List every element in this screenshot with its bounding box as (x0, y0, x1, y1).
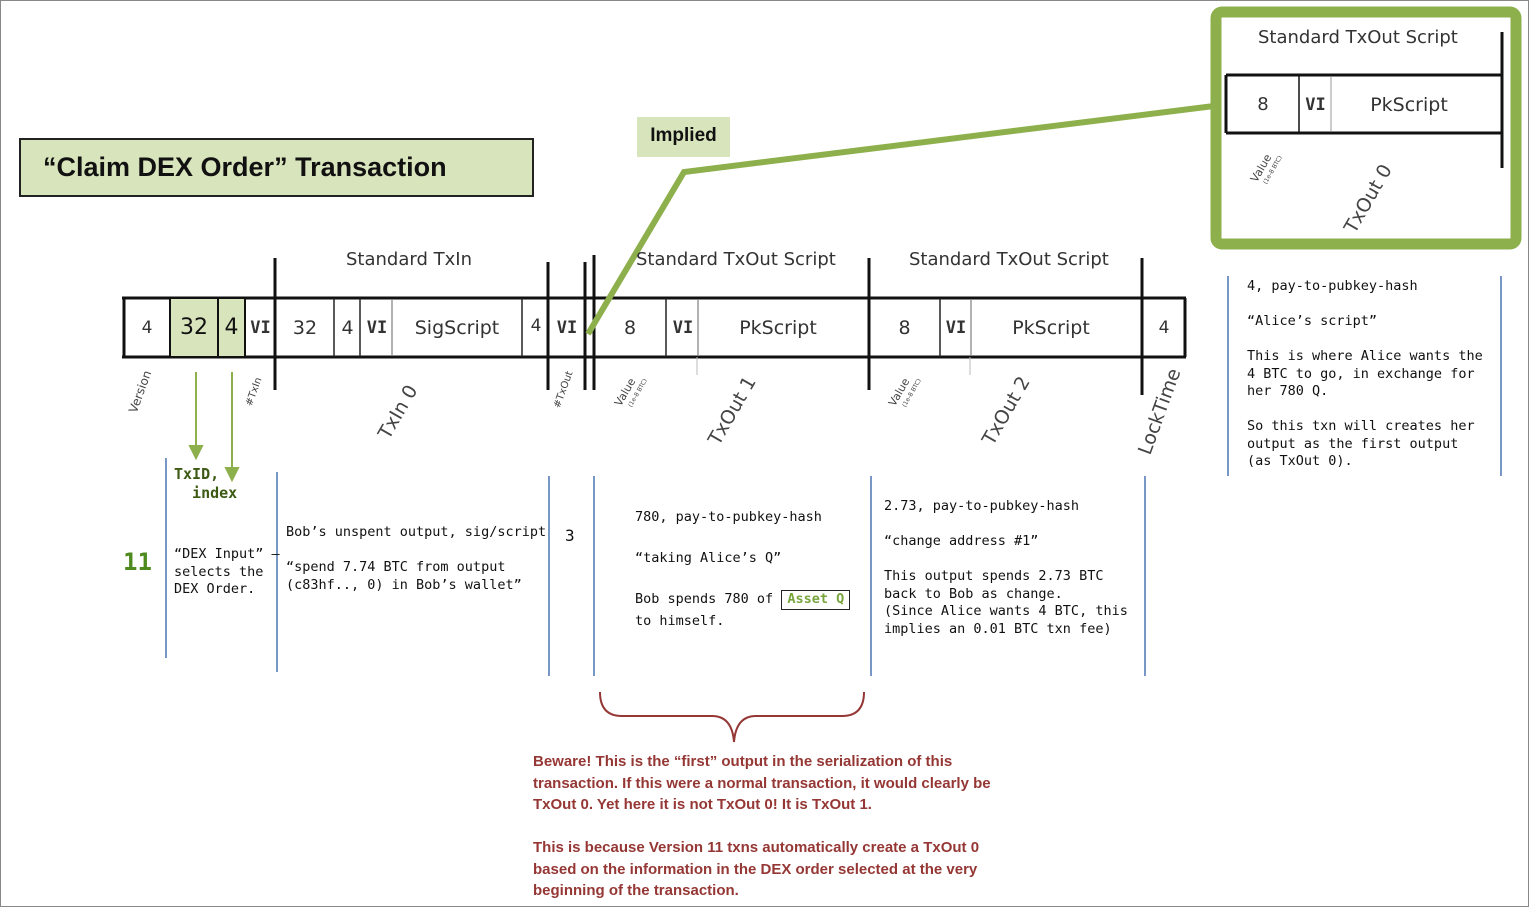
warning-paragraph-1: Beware! This is the “first” output in th… (533, 753, 991, 813)
vi-txout-count: VI (556, 318, 578, 338)
index-cell: 4 (224, 315, 239, 340)
txin-prev-index-cell: 4 (341, 317, 354, 339)
index-cell-bg (217, 297, 246, 358)
inset-value-cell: 8 (1257, 94, 1269, 115)
warning-paragraph-2: This is because Version 11 txns automati… (533, 839, 980, 899)
txid-cell: 32 (180, 315, 208, 340)
txout2-pkscript-cell: PkScript (1012, 317, 1090, 339)
inset-note: 4, pay-to-pubkey-hash “Alice’s script” T… (1247, 278, 1483, 469)
sigscript-cell: SigScript (414, 317, 500, 339)
txin-note: Bob’s unspent output, sig/script “spend … (286, 524, 547, 593)
inset-header: Standard TxOut Script (1258, 27, 1458, 48)
sequence-cell: 4 (530, 316, 542, 336)
txid-cell-bg (169, 297, 219, 358)
vi-txout1-pkscript: VI (672, 318, 694, 338)
version-number: 11 (123, 548, 152, 576)
txout2-value-cell: 8 (898, 317, 911, 339)
asset-q-badge: Asset Q (781, 590, 851, 610)
dex-input-note: “DEX Input” – selects the DEX Order. (174, 546, 280, 597)
txout2-note: 2.73, pay-to-pubkey-hash “change address… (884, 498, 1128, 637)
txin-prev-hash-cell: 32 (292, 317, 318, 339)
version-cell: 4 (141, 318, 153, 338)
txid-index-label: TxID, index (174, 465, 238, 502)
txout1-note-text: 780, pay-to-pubkey-hash “taking Alice’s … (635, 509, 822, 607)
txid-arrows (188, 372, 240, 483)
txout1-pkscript-cell: PkScript (739, 317, 817, 339)
header-txout2-script: Standard TxOut Script (909, 249, 1109, 270)
header-standard-txin: Standard TxIn (346, 249, 472, 270)
brace (599, 691, 865, 743)
inset-frame (1210, 6, 1522, 250)
inset-vi: VI (1305, 95, 1326, 115)
locktime-cell: 4 (1158, 318, 1170, 338)
txout-count-value: 3 (565, 526, 575, 545)
inset-bar (1224, 32, 1504, 168)
header-txout1-script: Standard TxOut Script (636, 249, 836, 270)
txout1-note-tail: to himself. (635, 612, 725, 629)
vi-txin-count: VI (250, 318, 271, 338)
implied-label: Implied (637, 117, 730, 157)
inset-pkscript-cell: PkScript (1370, 94, 1448, 116)
txout1-note: 780, pay-to-pubkey-hash “taking Alice’s … (635, 506, 851, 630)
callout-line (585, 103, 1215, 336)
txout1-value-cell: 8 (623, 317, 637, 339)
tx-bar (122, 296, 1187, 359)
diagram-title: “Claim DEX Order” Transaction (19, 138, 534, 197)
vi-txout2-pkscript: VI (945, 318, 967, 338)
annotation-dividers (165, 276, 1502, 676)
vi-sigscript: VI (366, 318, 388, 338)
